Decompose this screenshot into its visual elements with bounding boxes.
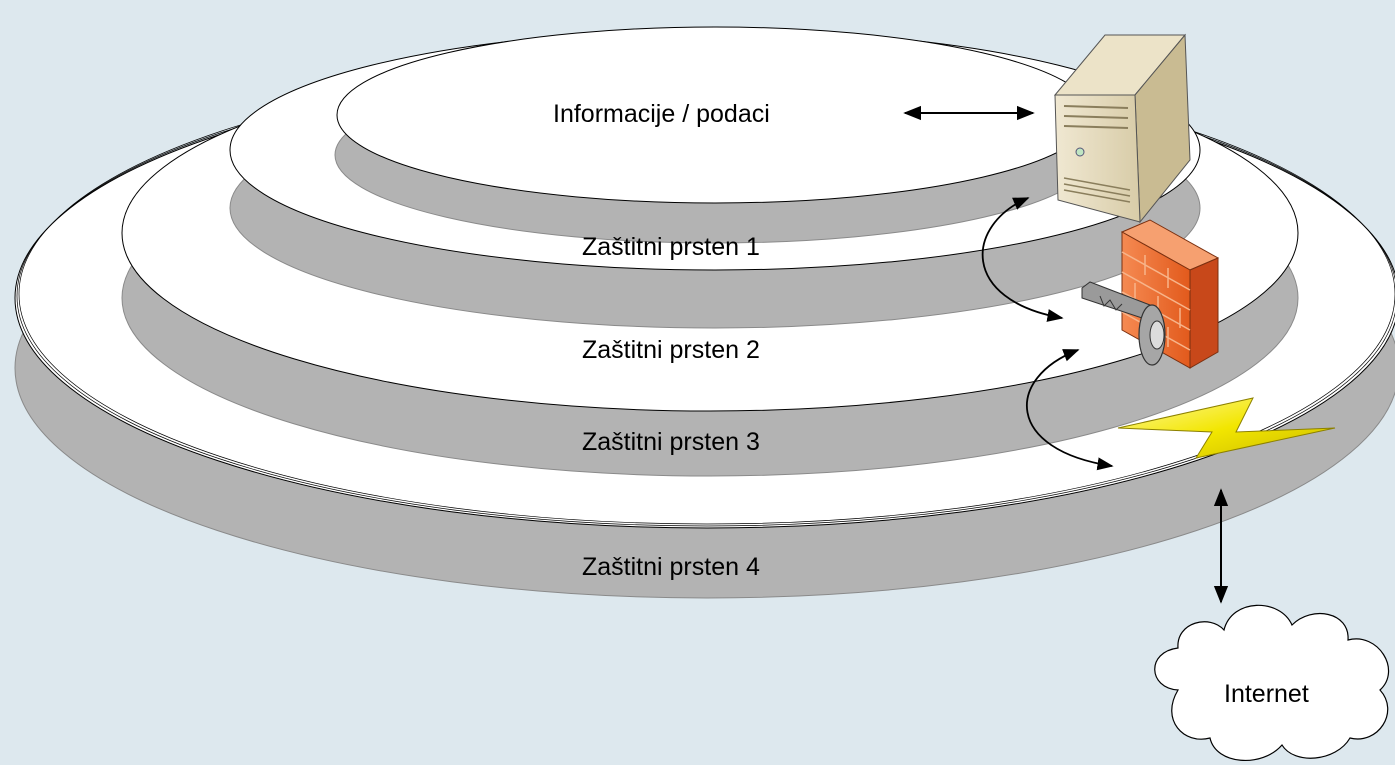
cloud-icon	[1154, 604, 1390, 762]
center-ring	[334, 26, 1096, 244]
label-center: Informacije / podaci	[553, 100, 770, 128]
firewall-link-arrow	[1026, 349, 1114, 471]
server-icon	[1053, 33, 1191, 224]
label-ring-3: Zaštitni prsten 3	[582, 428, 760, 456]
server-firewall-arrow	[981, 197, 1064, 322]
key-icon	[1081, 281, 1166, 366]
label-ring-1: Zaštitni prsten 1	[582, 233, 760, 261]
label-ring-2: Zaštitni prsten 2	[582, 336, 760, 364]
label-internet: Internet	[1224, 680, 1309, 708]
lightning-icon	[1117, 397, 1336, 459]
label-ring-4: Zaštitni prsten 4	[582, 553, 760, 581]
firewall-icon	[1120, 219, 1220, 369]
